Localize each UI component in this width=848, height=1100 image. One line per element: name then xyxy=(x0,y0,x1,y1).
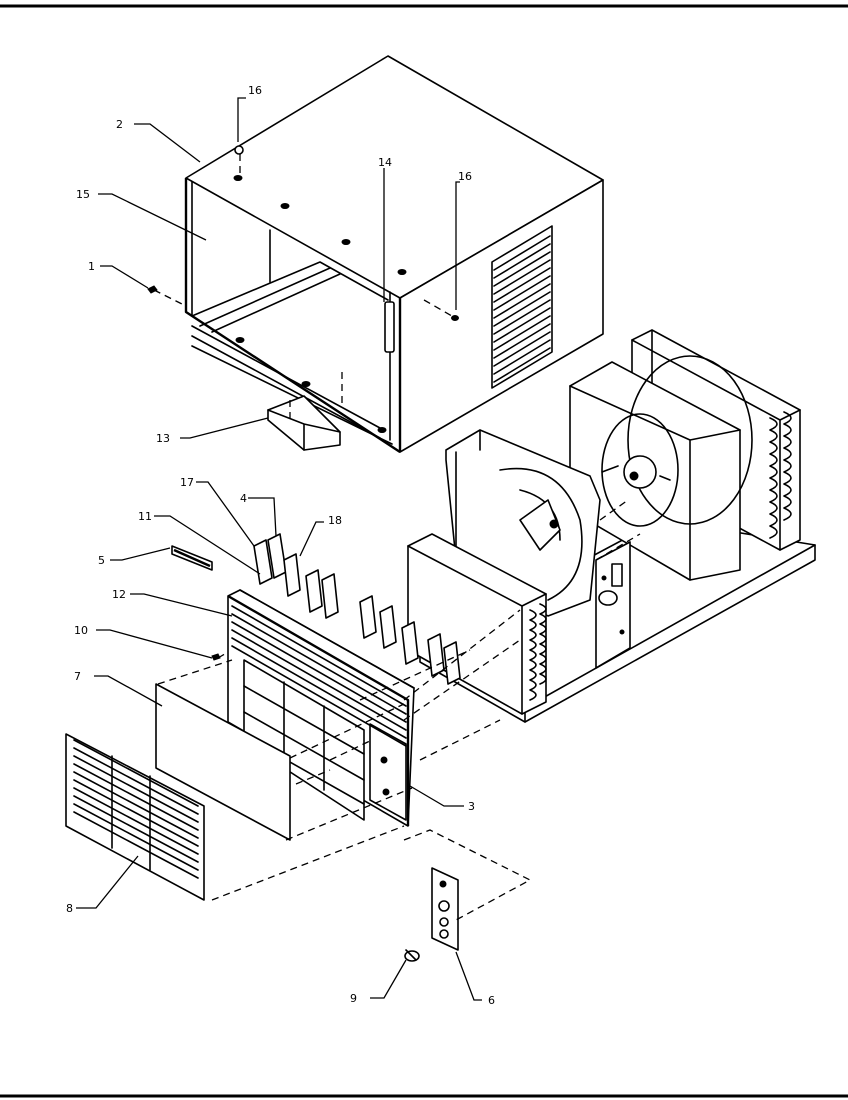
callout-15: 15 xyxy=(76,188,90,201)
callout-labels: 1 2 3 4 5 6 7 8 9 10 11 12 13 14 15 16 1… xyxy=(66,84,495,1007)
part-7-filter xyxy=(155,683,291,841)
callout-5: 5 xyxy=(98,554,105,567)
callout-1: 1 xyxy=(88,260,95,273)
part-5-handle xyxy=(171,545,213,571)
callout-10: 10 xyxy=(74,624,88,637)
callout-8: 8 xyxy=(66,902,73,915)
part-6-control-panel xyxy=(431,867,459,951)
callout-7: 7 xyxy=(74,670,81,683)
callout-11: 11 xyxy=(138,510,152,523)
callout-3: 3 xyxy=(468,800,475,813)
part-8-grille xyxy=(65,733,205,901)
side-louvers xyxy=(491,225,553,389)
condenser-shroud xyxy=(569,355,753,581)
callout-16-side: 16 xyxy=(458,170,472,183)
callout-13: 13 xyxy=(156,432,170,445)
front-frame xyxy=(211,533,461,827)
cabinet-wrapper xyxy=(147,55,604,454)
part-13-block xyxy=(267,395,341,451)
callout-18: 18 xyxy=(328,514,342,527)
assembly-lines xyxy=(153,154,641,921)
leader-lines xyxy=(76,97,482,1001)
callout-9: 9 xyxy=(350,992,357,1005)
callout-6: 6 xyxy=(488,994,495,1007)
callout-16-top: 16 xyxy=(248,84,262,97)
callout-14: 14 xyxy=(378,156,392,169)
callout-12: 12 xyxy=(112,588,126,601)
callout-4: 4 xyxy=(240,492,247,505)
control-bracket xyxy=(595,541,631,669)
part-9-knob xyxy=(404,949,420,962)
callout-17: 17 xyxy=(180,476,194,489)
callout-2: 2 xyxy=(116,118,123,131)
damper-brackets xyxy=(253,533,461,685)
